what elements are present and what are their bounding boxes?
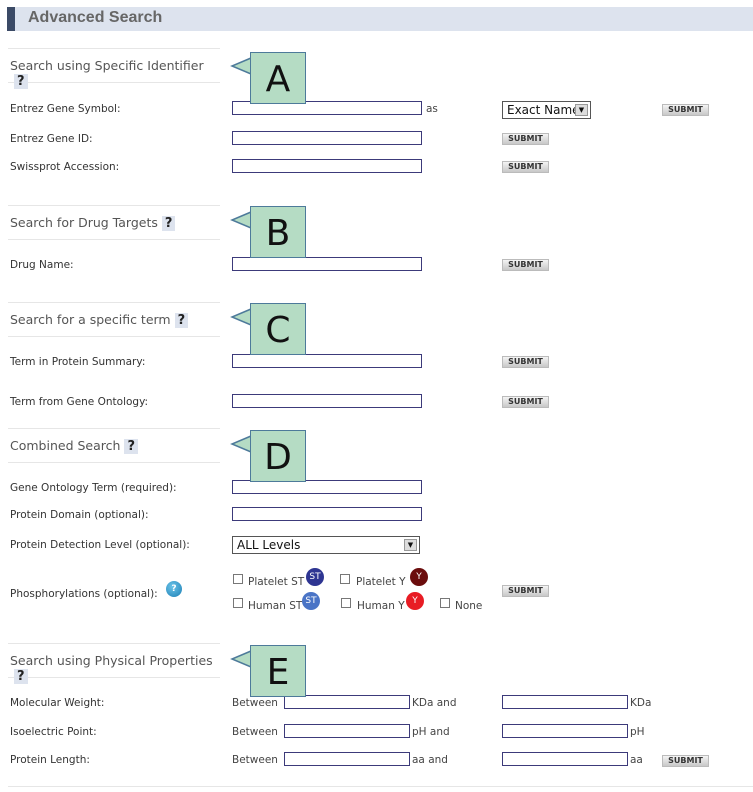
- phospho-label: Human Y: [357, 600, 405, 612]
- submit-button-ontology[interactable]: SUBMIT: [502, 396, 549, 408]
- label-protein-summary: Term in Protein Summary:: [10, 356, 146, 368]
- and-label: KDa and: [412, 697, 457, 709]
- callout-pointer: [230, 307, 252, 327]
- checkbox-platelet-st[interactable]: [233, 574, 243, 584]
- length-max-input[interactable]: [502, 752, 628, 766]
- section-title: Search for a specific term: [10, 312, 171, 327]
- checkbox-none[interactable]: [440, 598, 450, 608]
- detection-level-select[interactable]: ALL Levels ▼: [232, 536, 420, 554]
- section-title: Combined Search: [10, 438, 121, 453]
- chevron-down-icon: ▼: [575, 104, 588, 116]
- callout-pointer: [230, 210, 252, 230]
- label-detection-level: Protein Detection Level (optional):: [10, 539, 190, 551]
- callout-e: E: [250, 645, 306, 697]
- submit-button-combined[interactable]: SUBMIT: [502, 585, 549, 597]
- submit-button-drug[interactable]: SUBMIT: [502, 259, 549, 271]
- submit-button-swissprot[interactable]: SUBMIT: [502, 161, 549, 173]
- pi-max-input[interactable]: [502, 724, 628, 738]
- mw-max-input[interactable]: [502, 695, 628, 709]
- st-badge-icon: ST: [306, 568, 324, 586]
- as-label: as: [426, 103, 438, 115]
- callout-a: A: [250, 52, 306, 104]
- checkbox-human-y[interactable]: [341, 598, 351, 608]
- and-label: pH and: [412, 726, 450, 738]
- help-icon[interactable]: ?: [14, 669, 28, 684]
- label-go-term: Gene Ontology Term (required):: [10, 482, 177, 494]
- help-icon[interactable]: ?: [161, 216, 176, 231]
- protein-summary-input[interactable]: [232, 354, 422, 368]
- unit-label: aa: [630, 754, 643, 766]
- section-header-drug: Search for Drug Targets?: [8, 205, 220, 240]
- help-icon[interactable]: ?: [124, 439, 138, 454]
- submit-button-physical[interactable]: SUBMIT: [662, 755, 709, 767]
- label-protein-length: Protein Length:: [10, 754, 90, 766]
- label-protein-domain: Protein Domain (optional):: [10, 509, 149, 521]
- unit-label: KDa: [630, 697, 652, 709]
- label-swissprot: Swissprot Accession:: [10, 161, 120, 173]
- go-term-input[interactable]: [232, 480, 422, 494]
- callout-c: C: [250, 303, 306, 355]
- bottom-divider: [8, 786, 753, 787]
- submit-button-gene-symbol[interactable]: SUBMIT: [662, 104, 709, 116]
- chevron-down-icon: ▼: [404, 539, 417, 551]
- callout-b: B: [250, 206, 306, 258]
- between-label: Between: [232, 726, 278, 738]
- swissprot-input[interactable]: [232, 159, 422, 173]
- section-header-term: Search for a specific term?: [8, 302, 220, 337]
- drug-name-input[interactable]: [232, 257, 422, 271]
- entrez-gene-symbol-input[interactable]: [232, 101, 422, 115]
- pi-min-input[interactable]: [284, 724, 410, 738]
- match-type-value: Exact Name: [507, 103, 580, 117]
- submit-button-summary[interactable]: SUBMIT: [502, 356, 549, 368]
- phospho-label: None: [455, 600, 483, 612]
- label-gene-ontology: Term from Gene Ontology:: [10, 396, 149, 408]
- phospho-label: Human ST: [248, 600, 303, 612]
- entrez-gene-id-input[interactable]: [232, 131, 422, 145]
- section-title: Search using Physical Properties: [10, 653, 213, 668]
- y-badge-icon: Y: [410, 568, 428, 586]
- st-badge-icon: ST: [302, 592, 320, 610]
- gene-ontology-input[interactable]: [232, 394, 422, 408]
- phospho-label: Platelet Y: [356, 576, 406, 588]
- label-phosphorylations: Phosphorylations (optional):: [10, 588, 158, 600]
- length-min-input[interactable]: [284, 752, 410, 766]
- label-entrez-gene-id: Entrez Gene ID:: [10, 133, 93, 145]
- checkbox-human-st[interactable]: [233, 598, 243, 608]
- help-circle-icon[interactable]: ?: [166, 581, 182, 597]
- between-label: Between: [232, 754, 278, 766]
- label-drug-name: Drug Name:: [10, 259, 74, 271]
- and-label: aa and: [412, 754, 448, 766]
- y-badge-icon: Y: [406, 592, 424, 610]
- callout-pointer: [230, 649, 252, 669]
- label-entrez-gene-symbol: Entrez Gene Symbol:: [10, 103, 121, 115]
- section-header-combined: Combined Search?: [8, 428, 220, 463]
- callout-pointer: [230, 56, 252, 76]
- callout-pointer: [230, 434, 252, 454]
- header-accent: [7, 7, 15, 31]
- section-title: Search using Specific Identifier: [10, 58, 204, 73]
- detection-level-value: ALL Levels: [237, 538, 301, 552]
- phospho-label: Platelet ST: [248, 576, 305, 588]
- label-molecular-weight: Molecular Weight:: [10, 697, 105, 709]
- section-header-identifier: Search using Specific Identifier?: [8, 48, 220, 89]
- help-icon[interactable]: ?: [14, 74, 28, 89]
- help-icon[interactable]: ?: [174, 313, 189, 328]
- callout-d: D: [250, 430, 306, 482]
- match-type-select[interactable]: Exact Name▼: [502, 101, 591, 119]
- checkbox-platelet-y[interactable]: [340, 574, 350, 584]
- submit-button-gene-id[interactable]: SUBMIT: [502, 133, 549, 145]
- page-header: Advanced Search: [7, 7, 753, 31]
- mw-min-input[interactable]: [284, 695, 410, 709]
- label-isoelectric-point: Isoelectric Point:: [10, 726, 97, 738]
- section-title: Search for Drug Targets: [10, 215, 158, 230]
- between-label: Between: [232, 697, 278, 709]
- page-title: Advanced Search: [28, 9, 163, 26]
- protein-domain-input[interactable]: [232, 507, 422, 521]
- unit-label: pH: [630, 726, 645, 738]
- section-header-physical: Search using Physical Properties?: [8, 643, 220, 684]
